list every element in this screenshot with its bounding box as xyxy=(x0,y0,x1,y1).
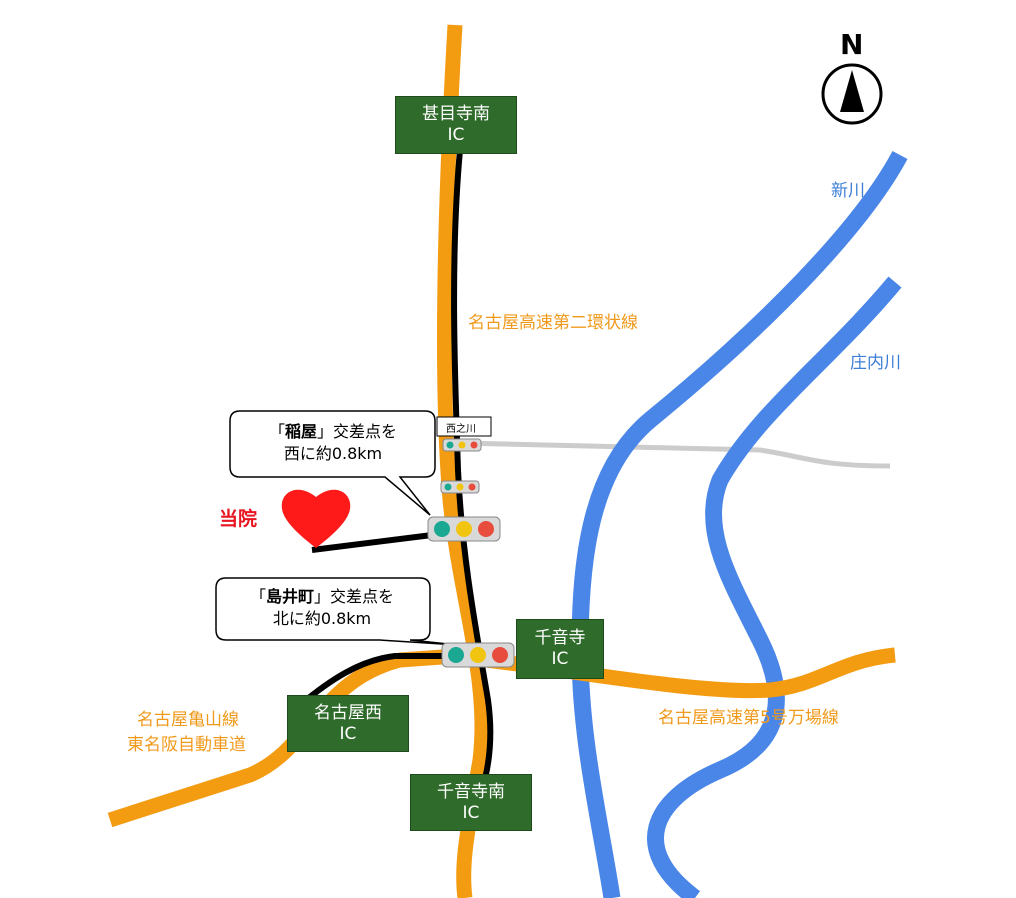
intersection-sign-box xyxy=(436,416,492,437)
bracket-close: 」 xyxy=(317,422,334,441)
traffic-light-icon xyxy=(440,480,480,494)
river-shinkawa xyxy=(571,150,908,898)
callout-shimaicho: 「島井町」交差点を 北に約0.8km xyxy=(222,586,422,630)
ic-sign-jimokuji-minami: 甚目寺南 IC xyxy=(395,96,517,154)
ic-sign-ic: IC xyxy=(447,125,465,145)
callout-inaya-bubble xyxy=(229,410,436,516)
minor-road xyxy=(457,440,891,469)
bracket-open: 「 xyxy=(249,587,266,606)
traffic-light-icon xyxy=(442,438,482,452)
callout-shimaicho-bubble xyxy=(215,577,459,646)
traffic-light-icon xyxy=(427,516,501,542)
road-label-tomeihan: 東名阪自動車道 xyxy=(127,735,246,755)
ic-sign-ic: IC xyxy=(462,802,480,823)
intersection-name-shimaicho: 島井町 xyxy=(265,587,314,606)
heart-icon xyxy=(281,489,351,548)
bracket-open: 「 xyxy=(268,422,285,441)
callout-inaya-line1: 「稲屋」交差点を xyxy=(238,421,428,443)
ic-sign-senonji: 千音寺 IC xyxy=(516,619,604,679)
expressway-second-ring xyxy=(437,24,490,898)
ic-sign-name: 名古屋西 xyxy=(314,702,382,723)
callout-shimaicho-line2: 北に約0.8km xyxy=(272,609,372,628)
ic-sign-name: 千音寺南 xyxy=(437,781,505,802)
north-label: N xyxy=(840,28,864,61)
road-label-second-ring: 名古屋高速第二環状線 xyxy=(468,313,638,333)
clinic-access-road xyxy=(311,531,441,553)
road-label-kameyama: 名古屋亀山線 xyxy=(137,710,239,730)
intersection-name-inaya: 稲屋 xyxy=(284,422,317,441)
ic-sign-ic: IC xyxy=(339,723,357,744)
north-arrow-icon xyxy=(821,63,883,125)
surface-road-main xyxy=(451,149,494,822)
river-label-shinkawa: 新川 xyxy=(831,181,865,201)
ic-sign-senonji-minami: 千音寺南 IC xyxy=(410,774,532,831)
ic-sign-nagoya-nishi: 名古屋西 IC xyxy=(287,695,409,752)
callout-inaya: 「稲屋」交差点を 西に約0.8km xyxy=(238,421,428,465)
intersection-sign: 西之川 xyxy=(446,424,476,435)
callout-shimaicho-rest: 交差点を xyxy=(330,587,395,606)
river-shonaigawa xyxy=(647,276,902,898)
river-label-shonaigawa: 庄内川 xyxy=(850,353,901,373)
clinic-label: 当院 xyxy=(219,508,258,530)
callout-inaya-rest: 交差点を xyxy=(333,422,398,441)
ic-sign-ic: IC xyxy=(551,649,569,669)
callout-shimaicho-line1: 「島井町」交差点を xyxy=(222,586,422,608)
ic-sign-name: 甚目寺南 xyxy=(422,104,490,124)
traffic-light-icon xyxy=(441,642,515,668)
callout-inaya-line2: 西に約0.8km xyxy=(283,444,383,463)
road-label-route5: 名古屋高速第5号万場線 xyxy=(658,708,839,728)
bracket-close: 」 xyxy=(314,587,331,606)
ic-sign-name: 千音寺 xyxy=(534,628,586,648)
